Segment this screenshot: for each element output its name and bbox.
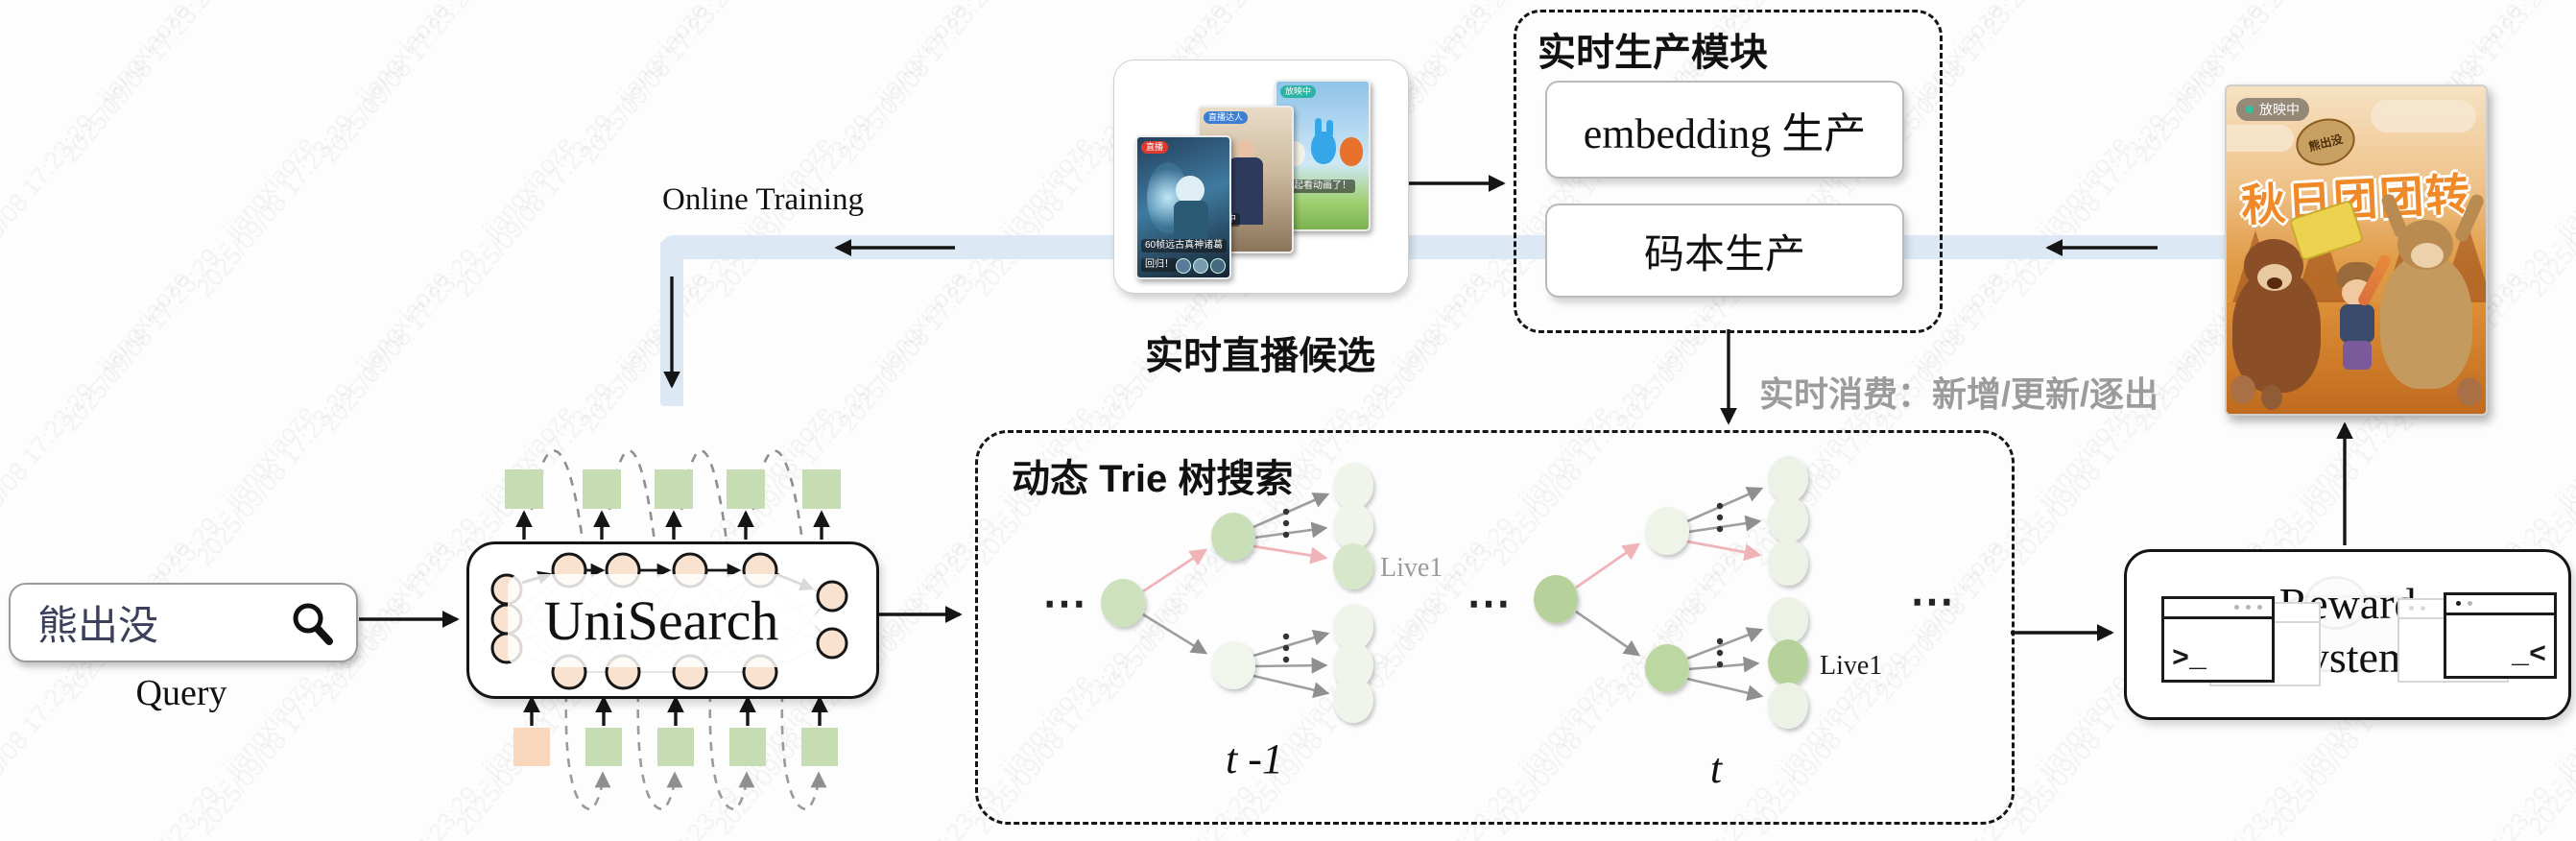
unisearch-label: UniSearch bbox=[544, 589, 779, 652]
token-square-green bbox=[505, 469, 543, 509]
t-label: t bbox=[1710, 745, 1724, 792]
live-poster[interactable]: 放映中 熊出没 秋日团团转 bbox=[2225, 84, 2488, 416]
kid-body bbox=[2340, 304, 2374, 343]
trie-search-box bbox=[975, 430, 2015, 825]
codebook-production-label: 码本生产 bbox=[1643, 230, 1805, 276]
monkey-shape bbox=[2230, 375, 2255, 404]
live1-label-right: Live1 bbox=[1820, 651, 1882, 681]
character-hair bbox=[1176, 176, 1205, 204]
prompt-right-glyph: _< bbox=[2511, 639, 2546, 672]
avatar bbox=[1176, 258, 1191, 274]
codebook-production-box[interactable]: 码本生产 bbox=[1545, 204, 1904, 298]
ellipsis-left: ⋯ bbox=[1042, 579, 1086, 628]
thumbnail-caption: 回归！ bbox=[1141, 258, 1178, 272]
query-label: Query bbox=[135, 673, 227, 713]
monkey-shape bbox=[2261, 385, 2282, 410]
token-square-green bbox=[585, 728, 622, 766]
avatar bbox=[1193, 258, 1208, 274]
bear-left-mouth bbox=[2267, 277, 2282, 289]
unisearch-box: UniSearch bbox=[466, 541, 879, 699]
bear-right-muzzle bbox=[2411, 243, 2444, 268]
production-module-box bbox=[1514, 10, 1943, 333]
thumbnail-badge: 直播 bbox=[1141, 141, 1169, 154]
person-head bbox=[1236, 140, 1255, 159]
search-box[interactable]: 熊出没 bbox=[9, 583, 358, 662]
search-input[interactable]: 熊出没 bbox=[37, 603, 159, 648]
terminal-window-icon: >_ bbox=[2161, 596, 2275, 683]
character-body bbox=[1174, 201, 1208, 243]
production-module-title: 实时生产模块 bbox=[1538, 32, 1768, 74]
terminal-window-icon-mirrored: _< bbox=[2444, 592, 2557, 679]
live-dot-icon bbox=[2246, 106, 2254, 113]
realtime-consume-label: 实时消费：新增/更新/逐出 bbox=[1759, 374, 2159, 414]
now-playing-badge: 放映中 bbox=[2236, 98, 2309, 121]
token-square-green bbox=[657, 728, 694, 766]
token-square-green bbox=[655, 469, 693, 509]
live1-label-left: Live1 bbox=[1380, 553, 1443, 583]
trie-tree-t-minus-1: Live1 t -1 bbox=[1101, 463, 1443, 782]
ellipsis-right: ⋯ bbox=[1910, 577, 1954, 626]
bunny-ear bbox=[1326, 120, 1333, 137]
bears-logo: 熊出没 bbox=[2291, 112, 2360, 172]
t-minus-1-label: t -1 bbox=[1226, 735, 1283, 782]
cloud-shape bbox=[2371, 100, 2476, 132]
bottom-loop-arcs bbox=[564, 692, 827, 811]
top-loop-arcs bbox=[530, 449, 804, 542]
token-square-green bbox=[727, 469, 765, 509]
token-square-orange bbox=[513, 728, 550, 766]
trie-tree-t: Live1 t bbox=[1534, 456, 1882, 792]
token-square-green bbox=[729, 728, 766, 766]
online-training-label: Online Training bbox=[662, 182, 864, 217]
kid-pants bbox=[2343, 341, 2372, 370]
reward-system-box: >_ Reward System _< bbox=[2124, 549, 2571, 720]
token-square-green bbox=[802, 469, 841, 509]
cloud-shape bbox=[2227, 125, 2294, 152]
live-thumbnail-game[interactable]: 直播 60帧远古真神诸葛 回归！ bbox=[1135, 135, 1231, 279]
thumbnail-badge: 放映中 bbox=[1280, 85, 1317, 98]
thumbnail-caption: 一起看动画了！ bbox=[1280, 180, 1355, 193]
vdots bbox=[1282, 508, 1290, 663]
bunny-ear bbox=[1315, 118, 1322, 137]
monkey-shape bbox=[2457, 377, 2482, 406]
cat-shape bbox=[1340, 137, 1363, 166]
embedding-production-label: embedding 生产 bbox=[1583, 110, 1867, 157]
token-square-green bbox=[801, 728, 838, 766]
vdots bbox=[1716, 502, 1724, 668]
embedding-production-box[interactable]: embedding 生产 bbox=[1545, 81, 1904, 179]
bunny-shape bbox=[1311, 132, 1336, 164]
avatar bbox=[1210, 258, 1226, 274]
bear-right-shape bbox=[2380, 254, 2472, 389]
thumbnail-caption: 60帧远古真神诸葛 bbox=[1141, 239, 1228, 252]
black-arrows bbox=[359, 175, 2353, 726]
ellipsis-mid: ⋯ bbox=[1467, 579, 1511, 628]
prompt-left-glyph: >_ bbox=[2172, 643, 2207, 676]
live-candidates-label: 实时直播候选 bbox=[1145, 335, 1375, 377]
token-square-green bbox=[583, 469, 621, 509]
magnifier-icon bbox=[293, 603, 333, 645]
trie-search-title: 动态 Trie 树搜索 bbox=[1012, 458, 1294, 500]
thumbnail-badge: 直播达人 bbox=[1204, 111, 1249, 124]
unisearch-label-plate bbox=[508, 574, 815, 667]
unisearch-network: UniSearch bbox=[490, 552, 848, 690]
